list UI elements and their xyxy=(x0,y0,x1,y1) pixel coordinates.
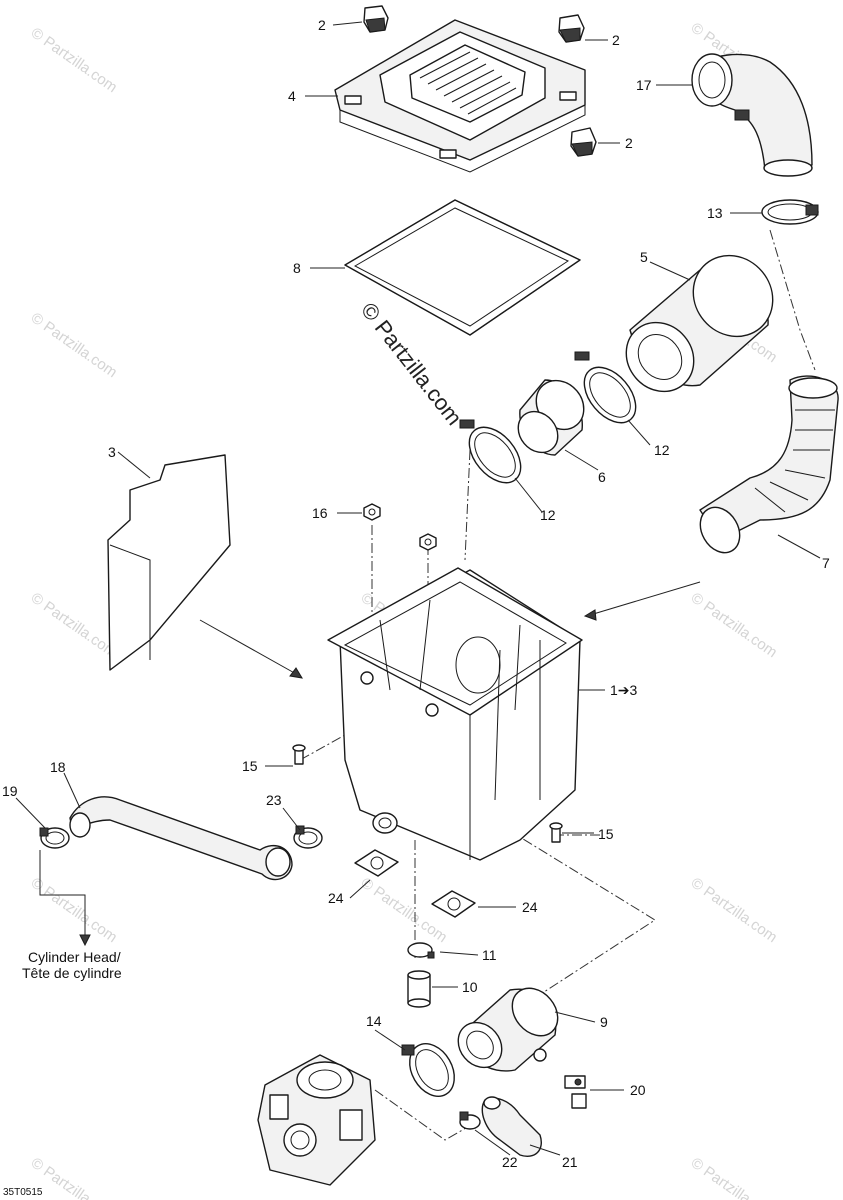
callout-1: 1➔3 xyxy=(610,682,638,698)
callout-16: 16 xyxy=(312,505,328,521)
part-11-ring-clip xyxy=(407,942,435,959)
callout-15: 15 xyxy=(598,826,614,842)
part-24-foam-pad xyxy=(431,890,476,918)
part-2-clip xyxy=(363,5,389,33)
part-5-air-filter xyxy=(625,254,774,393)
callout-23: 23 xyxy=(266,792,282,808)
callout-2: 2 xyxy=(612,32,620,48)
part-24-foam-pad xyxy=(354,849,399,877)
watermark: © Partzilla.com xyxy=(688,589,781,661)
part-13-clamp xyxy=(761,199,819,225)
callout-13: 13 xyxy=(707,205,723,221)
callout-24: 24 xyxy=(328,890,344,906)
part-12-clamp xyxy=(574,351,637,424)
duct-ribs xyxy=(754,409,835,513)
watermark: © Partzilla.com xyxy=(28,24,121,96)
callout-12: 12 xyxy=(654,442,670,458)
part-4-airbox-cover xyxy=(334,19,586,173)
part-23-hose-clamp xyxy=(293,825,323,849)
callout-22: 22 xyxy=(502,1154,518,1170)
part-15-screw xyxy=(292,744,306,765)
part-1-airbox-body xyxy=(327,567,583,861)
document-code: 35T0515 xyxy=(3,1187,43,1198)
watermark: © Partzilla.com xyxy=(28,309,121,381)
part-15-screw xyxy=(549,822,563,843)
callout-20: 20 xyxy=(630,1082,646,1098)
callout-21: 21 xyxy=(562,1154,578,1170)
watermark: © Partzilla.com xyxy=(358,874,451,946)
part-9-carburetor-adaptor xyxy=(457,987,559,1072)
part-20-fitting xyxy=(564,1075,587,1109)
part-19-hose-clamp xyxy=(39,827,70,849)
callouts: 2 2 4 2 17 13 8 5 12 6 12 3 16 7 1➔3 15 … xyxy=(2,17,830,1170)
part-16-nut xyxy=(419,533,437,551)
callout-3: 3 xyxy=(108,444,116,460)
part-10-drain-cap xyxy=(407,970,431,1008)
part-18-drain-hose xyxy=(69,796,293,881)
callout-12: 12 xyxy=(540,507,556,523)
part-14-clamp xyxy=(401,1043,455,1097)
carburetor xyxy=(257,1054,376,1186)
part-16-nut xyxy=(363,503,381,521)
watermark: © Partzilla.com xyxy=(688,1154,781,1200)
part-6-adapter xyxy=(517,379,585,456)
callout-6: 6 xyxy=(598,469,606,485)
callout-2: 2 xyxy=(625,135,633,151)
callout-14: 14 xyxy=(366,1013,382,1029)
part-17-intake-elbow xyxy=(691,53,813,177)
leader-lines xyxy=(15,21,821,1156)
callout-9: 9 xyxy=(600,1014,608,1030)
part-3-heat-shield xyxy=(107,454,231,671)
callout-10: 10 xyxy=(462,979,478,995)
part-2-clip xyxy=(558,14,585,43)
watermark: © Partzilla.com xyxy=(28,874,121,946)
part-8-filter-seal xyxy=(343,199,581,336)
part-12-clamp xyxy=(459,419,522,484)
callout-19: 19 xyxy=(2,783,18,799)
callout-8: 8 xyxy=(293,260,301,276)
cylinder-head-label: Cylinder Head/ xyxy=(28,949,121,965)
airbox-ribs xyxy=(379,599,541,801)
callout-17: 17 xyxy=(636,77,652,93)
callout-5: 5 xyxy=(640,249,648,265)
callout-4: 4 xyxy=(288,88,296,104)
callout-18: 18 xyxy=(50,759,66,775)
cylinder-head-label-fr: Tête de cylindre xyxy=(22,965,122,981)
watermark: © Partzilla.com xyxy=(28,589,121,661)
part-21-hose xyxy=(481,1096,542,1157)
arrowheads xyxy=(79,609,597,947)
part-7-intake-duct xyxy=(699,375,839,554)
callout-7: 7 xyxy=(822,555,830,571)
callout-2: 2 xyxy=(318,17,326,33)
watermark: © Partzilla.com xyxy=(688,874,781,946)
cover-ribs xyxy=(419,51,517,115)
part-22-clamp xyxy=(459,1111,481,1130)
callout-24: 24 xyxy=(522,899,538,915)
callout-15: 15 xyxy=(242,758,258,774)
callout-11: 11 xyxy=(482,947,497,963)
part-2-clip xyxy=(570,127,597,157)
